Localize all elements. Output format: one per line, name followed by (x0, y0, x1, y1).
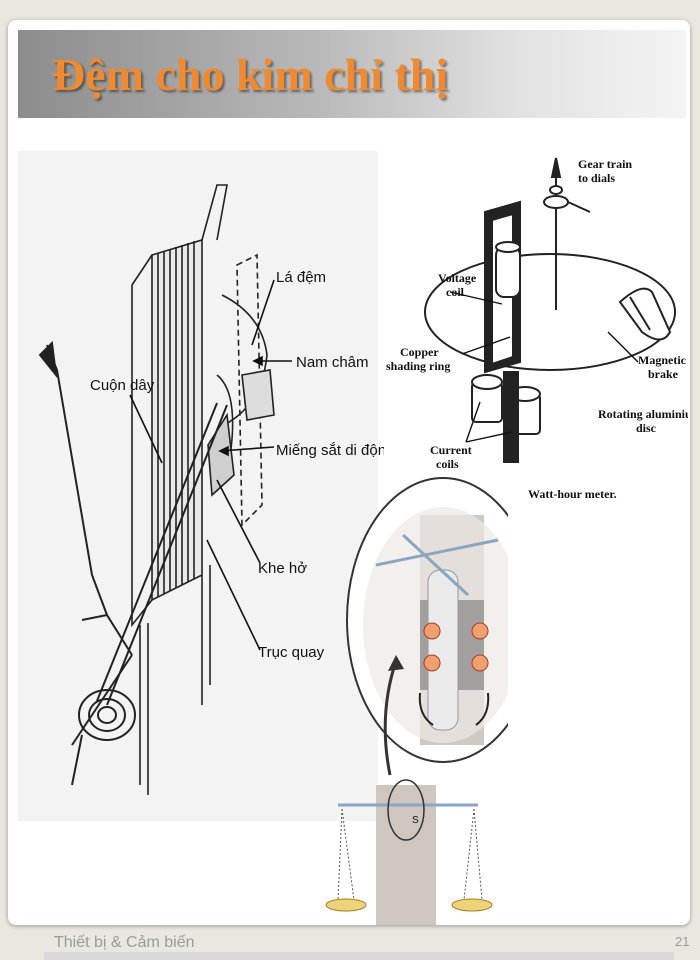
meter-caption: Watt-hour meter. (528, 487, 617, 501)
label-magnetic-1: Magnetic (638, 353, 687, 367)
slide: Đệm cho kim chỉ thị (8, 20, 690, 925)
gear-spindle (543, 157, 591, 310)
label-la-dem: Lá đệm (276, 269, 326, 286)
label-mieng-sat: Miếng sắt di động (276, 442, 384, 459)
pointer-and-spindle (38, 340, 228, 746)
label-current-2: coils (436, 457, 459, 471)
label-magnetic-2: brake (648, 367, 679, 381)
balance-damping-diagram: S (325, 477, 508, 925)
label-current-1: Current (430, 443, 472, 457)
coil-marks (423, 622, 489, 672)
label-voltage-1: Voltage (438, 271, 477, 285)
watt-hour-meter-diagram: Gear train to dials Voltage coil Copper … (386, 157, 688, 501)
label-voltage-2: coil (446, 285, 465, 299)
footer-text: Thiết bị & Cảm biến (54, 934, 195, 951)
slide-title: Đệm cho kim chỉ thị (52, 49, 449, 100)
footer-bar (44, 952, 674, 960)
label-s: S (412, 815, 419, 826)
magnetic-brake (618, 287, 672, 341)
meter-leader-lines (449, 291, 639, 443)
title-bar: Đệm cho kim chỉ thị (18, 30, 686, 118)
voltage-coil-core (484, 200, 521, 374)
hairspring (71, 689, 136, 786)
leader-lines (129, 279, 292, 651)
coil-stack (131, 184, 228, 795)
moving-iron-diagram: Lá đệm Nam châm Cuộn dây Miếng sắt di độ… (18, 151, 384, 821)
page-number: 21 (675, 934, 690, 949)
label-gear-train-1: Gear train (578, 157, 632, 171)
label-cuon-day: Cuộn dây (90, 377, 155, 394)
label-khe-ho: Khe hở (258, 560, 307, 577)
zoom-arrow (383, 660, 398, 776)
label-nam-cham: Nam châm (296, 354, 369, 371)
label-rotating-1: Rotating aluminium (598, 407, 688, 421)
label-gear-train-2: to dials (578, 171, 615, 185)
label-rotating-2: disc (636, 421, 657, 435)
balance: S (325, 779, 493, 925)
current-coils (471, 371, 541, 463)
label-copper-2: shading ring (386, 359, 450, 373)
label-copper-1: Copper (400, 345, 439, 359)
zoom-bubble (346, 477, 508, 763)
label-truc-quay: Trục quay (258, 644, 325, 661)
